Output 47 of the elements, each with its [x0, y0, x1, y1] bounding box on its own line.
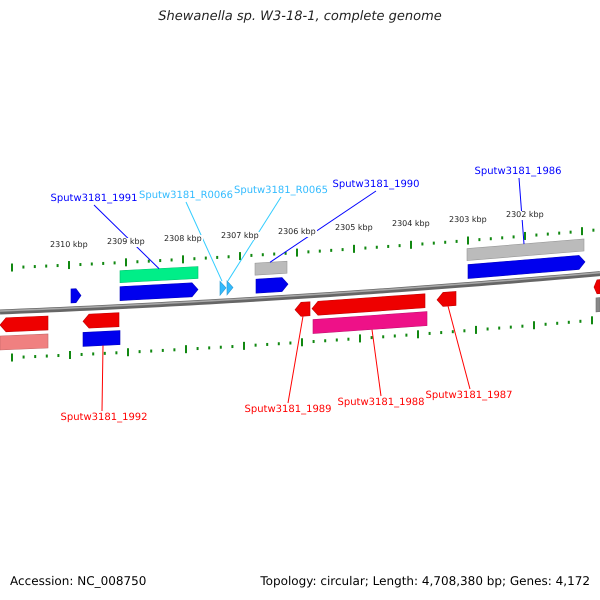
- gene-feature: [70, 288, 82, 304]
- gene-feature: [0, 316, 48, 332]
- scale-label: 2305 kbp: [334, 224, 374, 234]
- scale-label: 2309 kbp: [106, 238, 146, 247]
- gene-feature: [294, 301, 310, 317]
- scale-label: 2307 kbp: [220, 232, 260, 240]
- leader-line: [186, 202, 222, 282]
- gene-feature: [226, 280, 234, 296]
- scale-label: 2308 kbp: [163, 234, 203, 244]
- leader-line: [448, 306, 470, 390]
- gene-feature: [220, 280, 226, 296]
- scale-label: 2302 kbp: [505, 211, 545, 220]
- gene-label: Sputw3181_R0065: [234, 184, 328, 196]
- gene-label: Sputw3181_1991: [50, 192, 138, 204]
- gene-bar: [82, 330, 120, 347]
- gene-label: Sputw3181_1989: [244, 404, 332, 414]
- gene-feature: [436, 291, 456, 307]
- gene-bar: [596, 297, 600, 312]
- gene-feature: [256, 277, 288, 294]
- gene-label: Sputw3181_1987: [426, 390, 513, 400]
- scale-label: 2306 kbp: [277, 228, 317, 237]
- gene-bar: [312, 311, 428, 334]
- gene-label: Sputw3181_R0066: [139, 190, 233, 200]
- gene-feature: [120, 282, 198, 301]
- leader-line: [228, 196, 282, 282]
- leader-line: [102, 344, 104, 412]
- gene-bar: [120, 266, 198, 283]
- gene-label: Sputw3181_1990: [332, 178, 420, 190]
- gene-feature: [594, 279, 600, 294]
- gene-feature: [82, 312, 120, 328]
- scale-label: 2304 kbp: [391, 220, 431, 230]
- scale-label: 2310 kbp: [49, 240, 89, 250]
- gene-bar: [254, 260, 288, 276]
- leader-line: [94, 204, 160, 270]
- gene-bar: [0, 334, 48, 350]
- leader-line: [372, 329, 382, 396]
- accession-text: Accession: NC_008750: [9, 575, 148, 588]
- gene-label: Sputw3181_1992: [60, 412, 148, 422]
- leader-line: [518, 178, 524, 245]
- gene-label: Sputw3181_1988: [338, 396, 425, 408]
- gene-bar: [466, 238, 584, 261]
- gene-label: Sputw3181_1986: [474, 166, 562, 176]
- scale-label: 2303 kbp: [448, 216, 488, 225]
- genome-summary: Topology: circular; Length: 4,708,380 bp; Genes: 4,172: [259, 575, 591, 588]
- title: Shewanella sp. W3-18-1, complete genome: [157, 10, 443, 24]
- gene-feature: [468, 255, 586, 279]
- leader-line: [288, 316, 304, 404]
